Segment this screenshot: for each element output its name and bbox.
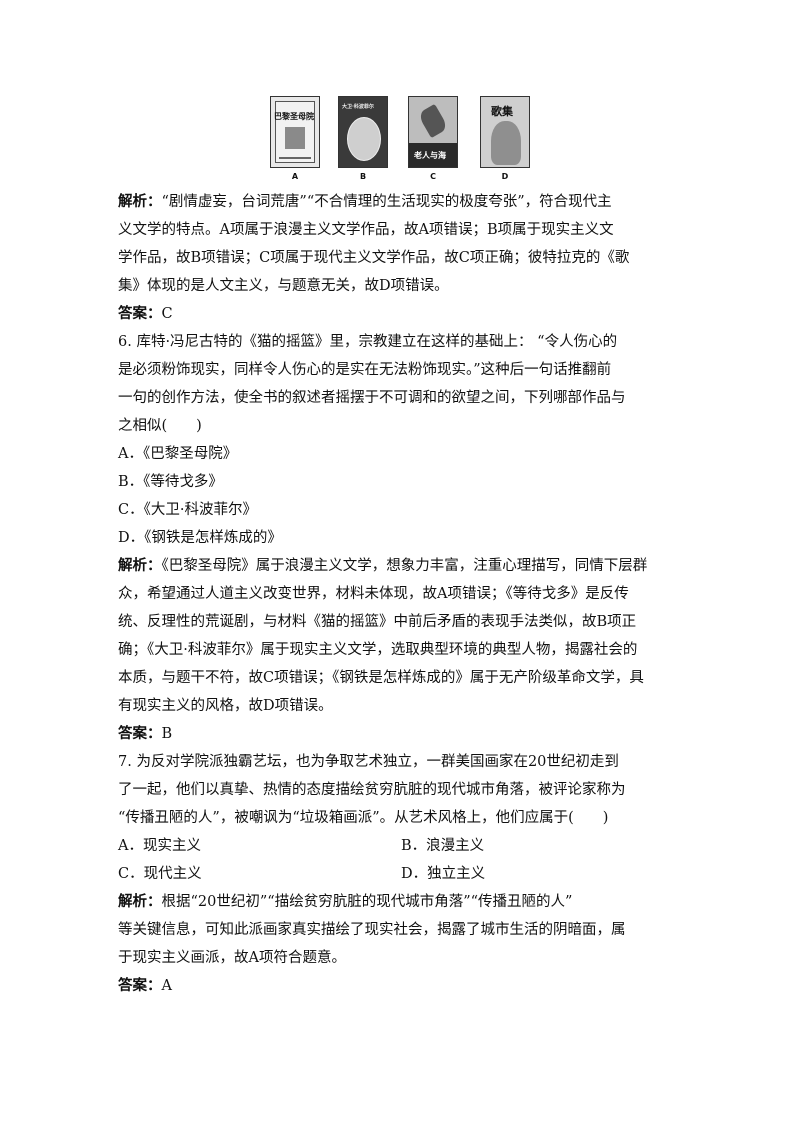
- stem-line: 7. 为反对学院派独霸艺坛，也为争取艺术独立，一群美国画家在20世纪初走到: [118, 754, 619, 770]
- analysis-line: 于现实主义画派，故A项符合题意。: [118, 950, 346, 966]
- book-cover-b: 大卫·科波菲尔: [338, 96, 388, 168]
- answer-value: B: [161, 726, 173, 742]
- q7-stem: 7. 为反对学院派独霸艺坛，也为争取艺术独立，一群美国画家在20世纪初走到 了一…: [118, 748, 684, 832]
- analysis-line: 学作品，故B项错误；C项属于现代主义文学作品，故C项正确；彼特拉克的《歌: [118, 250, 630, 266]
- answer-label: 答案：: [118, 978, 162, 994]
- answer-value: A: [161, 978, 172, 994]
- stem-line: 之相似( ): [118, 418, 202, 434]
- option-d: D．独立主义: [401, 866, 486, 882]
- book-cover-a: 巴黎圣母院: [270, 96, 320, 168]
- analysis-line: 等关键信息，可知此派画家真实描绘了现实社会，揭露了城市生活的阴暗面，属: [118, 922, 626, 938]
- analysis-line: 集》体现的是人文主义，与题意无关，故D项错误。: [118, 278, 449, 294]
- analysis-label: 解析：: [118, 894, 162, 910]
- analysis-label: 解析：: [118, 558, 162, 574]
- stem-line: 了一起，他们以真挚、热情的态度描绘贫穷肮脏的现代城市角落，被评论家称为: [118, 782, 626, 798]
- option-a: A．现实主义: [118, 838, 201, 854]
- book-cover-label: B: [359, 172, 367, 181]
- analysis-line: 义文学的特点。A项属于浪漫主义文学作品，故A项错误；B项属于现实主义文: [118, 222, 614, 238]
- option-a: A．《巴黎圣母院》: [118, 446, 238, 462]
- book-covers-figure: 巴黎圣母院 A 大卫·科波菲尔 B 老人与海 C 歌集 D: [270, 96, 532, 186]
- q7-answer: 答案：A: [118, 972, 684, 1000]
- analysis-line: 有现实主义的风格，故D项错误。: [118, 698, 333, 714]
- q6-answer: 答案：B: [118, 720, 684, 748]
- answer-label: 答案：: [118, 306, 162, 322]
- book-cover-label: C: [430, 172, 436, 181]
- q6-stem: 6. 库特·冯尼古特的《猫的摇篮》里，宗教建立在这样的基础上： “令人伤心的 是…: [118, 328, 684, 440]
- book-cover-title: 大卫·科波菲尔: [342, 104, 374, 110]
- book-cover-d: 歌集: [480, 96, 530, 168]
- analysis-label: 解析：: [118, 194, 162, 210]
- answer-label: 答案：: [118, 726, 162, 742]
- option-d: D．《钢铁是怎样炼成的》: [118, 530, 282, 546]
- analysis-line: 根据“20世纪初”“描绘贫穷肮脏的现代城市角落”“传播丑陋的人”: [161, 894, 573, 910]
- stem-line: “传播丑陋的人”，被嘲讽为“垃圾箱画派”。从艺术风格上，他们应属于( ): [118, 810, 609, 826]
- book-cover-label: D: [501, 172, 509, 181]
- q7-options: A．现实主义 B．浪漫主义 C．现代主义 D．独立主义: [118, 832, 684, 888]
- stem-line: 一句的创作方法，使全书的叙述者摇摆于不可调和的欲望之间，下列哪部作品与: [118, 390, 626, 406]
- book-cover-title: 巴黎圣母院: [274, 112, 314, 121]
- q6-options: A．《巴黎圣母院》 B．《等待戈多》 C．《大卫·科波菲尔》 D．《钢铁是怎样炼…: [118, 440, 684, 552]
- book-cover-title: 老人与海: [414, 151, 446, 160]
- option-b: B．《等待戈多》: [118, 474, 223, 490]
- q7-analysis: 解析：根据“20世纪初”“描绘贫穷肮脏的现代城市角落”“传播丑陋的人” 等关键信…: [118, 888, 684, 972]
- book-cover-title: 歌集: [491, 105, 513, 118]
- q6-analysis: 解析：《巴黎圣母院》属于浪漫主义文学，想象力丰富，注重心理描写，同情下层群 众，…: [118, 552, 684, 720]
- stem-line: 是必须粉饰现实，同样令人伤心的是实在无法粉饰现实。”这种后一句话推翻前: [118, 362, 612, 378]
- analysis-line: 本质，与题干不符，故C项错误；《钢铁是怎样炼成的》属于无产阶级革命文学，具: [118, 670, 644, 686]
- option-c: C．现代主义: [118, 866, 202, 882]
- analysis-line: 众，希望通过人道主义改变世界，材料未体现，故A项错误；《等待戈多》是反传: [118, 586, 629, 602]
- option-b: B．浪漫主义: [401, 838, 485, 854]
- analysis-line: 确；《大卫·科波菲尔》属于现实主义文学，选取典型环境的典型人物，揭露社会的: [118, 642, 638, 658]
- q5-analysis: 解析：“剧情虚妄，台词荒唐”“不合情理的生活现实的极度夸张”，符合现代主 义文学…: [118, 188, 684, 300]
- analysis-line: “剧情虚妄，台词荒唐”“不合情理的生活现实的极度夸张”，符合现代主: [161, 194, 612, 210]
- q5-answer: 答案：C: [118, 300, 684, 328]
- question-text-block: 解析：“剧情虚妄，台词荒唐”“不合情理的生活现实的极度夸张”，符合现代主 义文学…: [118, 188, 684, 1000]
- book-cover-label: A: [291, 172, 299, 181]
- analysis-line: 《巴黎圣母院》属于浪漫主义文学，想象力丰富，注重心理描写，同情下层群: [161, 558, 648, 574]
- answer-value: C: [161, 306, 173, 322]
- stem-line: 6. 库特·冯尼古特的《猫的摇篮》里，宗教建立在这样的基础上： “令人伤心的: [118, 334, 618, 350]
- analysis-line: 统、反理性的荒诞剧，与材料《猫的摇篮》中前后矛盾的表现手法类似，故B项正: [118, 614, 637, 630]
- option-c: C．《大卫·科波菲尔》: [118, 502, 257, 518]
- book-cover-c: 老人与海: [408, 96, 458, 168]
